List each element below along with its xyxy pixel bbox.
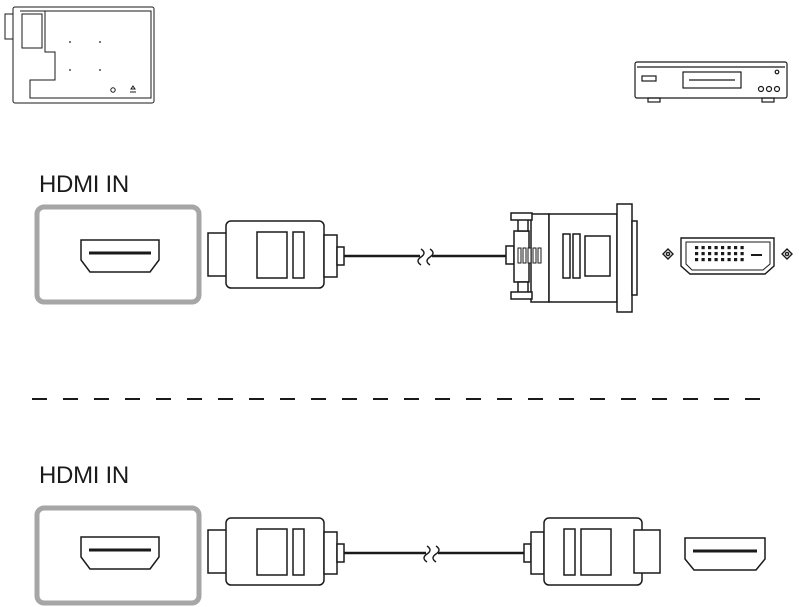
- dvi-pin: [740, 252, 744, 256]
- dvi-pin: [701, 258, 705, 262]
- dvi-plug-top: [505, 203, 638, 313]
- dvi-pin: [740, 246, 744, 250]
- hdmi-plug-bottom-right: [523, 517, 661, 586]
- dvi-pin: [714, 252, 718, 256]
- dvi-pin: [708, 246, 712, 250]
- dvi-pin: [714, 246, 718, 250]
- disc-player-icon: [634, 61, 788, 103]
- hdmi-plug-bottom-left: [207, 517, 345, 586]
- dvi-pin: [695, 246, 699, 250]
- dvi-pin: [727, 258, 731, 262]
- cable-break-bottom: [423, 545, 440, 563]
- dvi-port-icon: [662, 237, 793, 275]
- dvi-pin: [701, 252, 705, 256]
- hdmi-in-label-top: HDMI IN: [39, 171, 129, 198]
- dvi-pin: [721, 246, 725, 250]
- dvi-pin: [695, 252, 699, 256]
- dvi-pin: [734, 246, 738, 250]
- dvi-pin: [734, 258, 738, 262]
- hdmi-in-port-bottom: [34, 505, 202, 606]
- dvi-pin: [714, 258, 718, 262]
- dvi-pin: [695, 258, 699, 262]
- dvi-pin: [708, 252, 712, 256]
- hdmi-in-label-bottom: HDMI IN: [39, 462, 129, 489]
- dvi-pin: [727, 246, 731, 250]
- dvi-pin: [721, 258, 725, 262]
- dvi-pin: [734, 252, 738, 256]
- dvi-pin: [721, 252, 725, 256]
- hdmi-port-icon: [684, 537, 766, 571]
- dvi-pin: [708, 258, 712, 262]
- hdmi-plug-top-left: [207, 220, 345, 289]
- dvi-pin: [701, 246, 705, 250]
- hdmi-in-port-top: [34, 204, 202, 305]
- cable-break-top: [417, 248, 434, 266]
- dvi-pin: [727, 252, 731, 256]
- dvi-pin: [740, 258, 744, 262]
- monitor-rear-panel-icon: [4, 6, 155, 104]
